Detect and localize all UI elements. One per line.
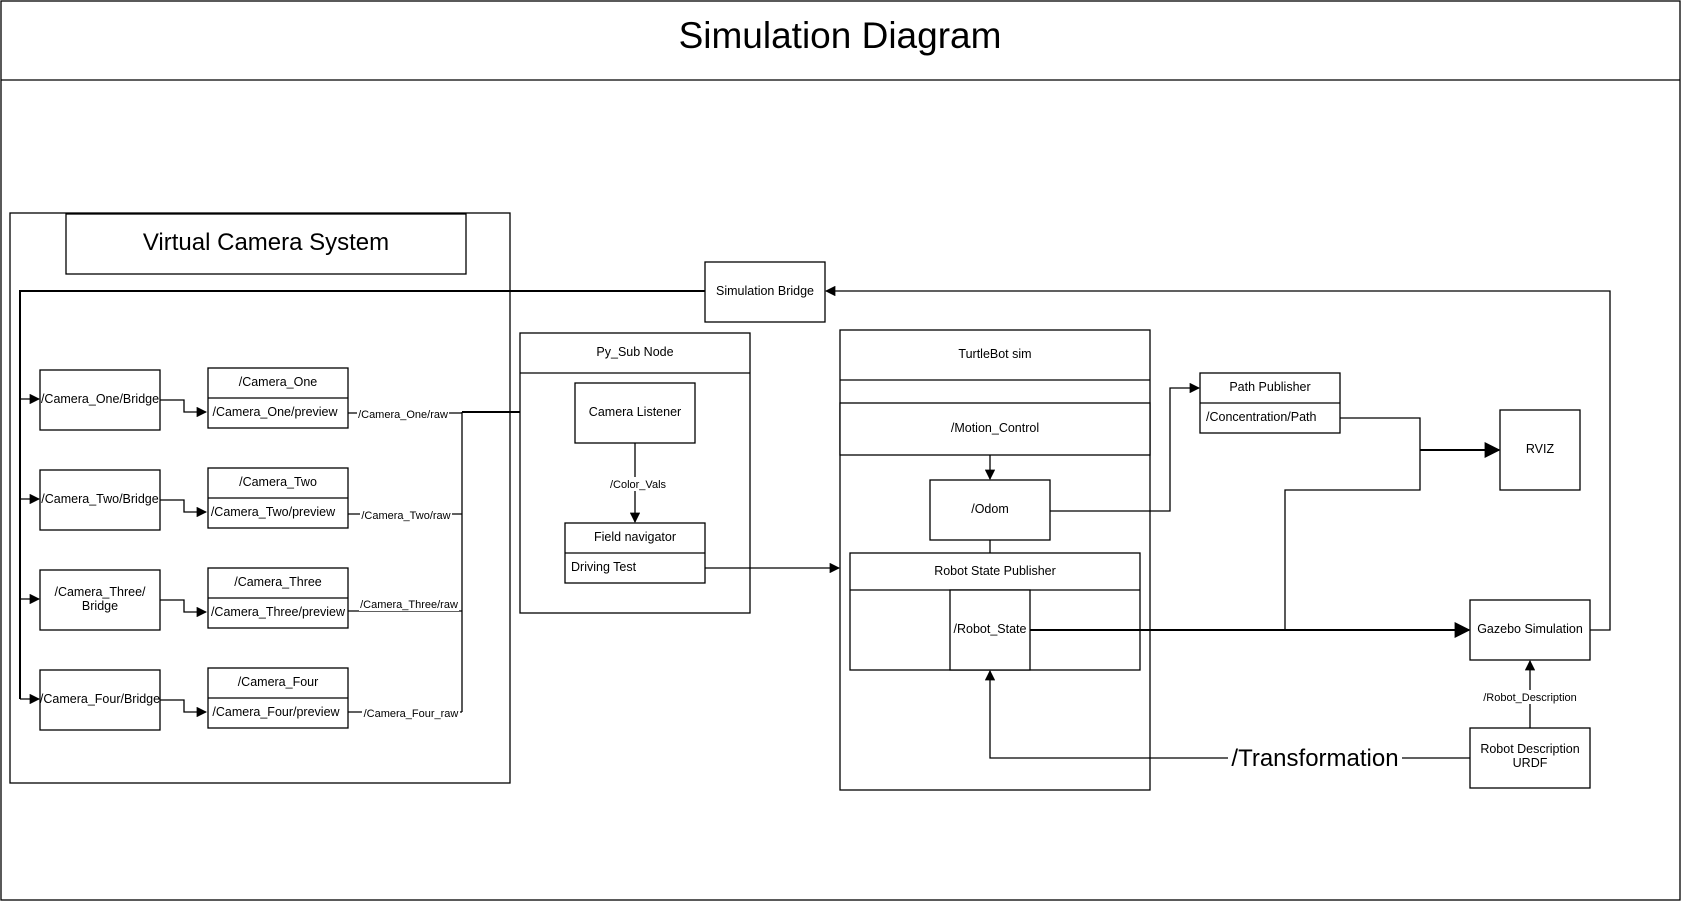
camera-two-raw-topic: /Camera_Two/raw: [361, 510, 450, 522]
page-title: Simulation Diagram: [679, 15, 1002, 56]
camera-listener-box[interactable]: [574, 382, 696, 444]
camera-four-raw-bg: [362, 706, 460, 720]
odom-label: /Odom: [971, 502, 1009, 516]
py-sub-node-title: Py_Sub Node: [596, 345, 673, 359]
camera-four-bridge-label: /Camera_Four/Bridge: [40, 692, 160, 706]
camera-four-bridge-to-node: [160, 699, 208, 718]
transformation-bg: [1228, 744, 1402, 772]
camera-four-node-label: /Camera_Four: [238, 675, 319, 689]
robot-description-topic: /Robot_Description: [1483, 692, 1577, 704]
camera-two-bridge-box[interactable]: [39, 469, 161, 531]
camera-two-bridge-label: /Camera_Two/Bridge: [41, 492, 158, 506]
gazebo-simulation-label: Gazebo Simulation: [1477, 622, 1583, 636]
camera-system-title-box: [65, 213, 467, 275]
odom-box[interactable]: [929, 479, 1051, 541]
camera-two-preview-label: /Camera_Two/preview: [211, 505, 336, 519]
simulation-bridge-label: Simulation Bridge: [716, 284, 814, 298]
camera-four-bridge-box[interactable]: [39, 669, 161, 731]
camera-three-bridge-label-2: Bridge: [82, 599, 118, 613]
rviz-label: RVIZ: [1526, 442, 1555, 456]
camera-listener-label: Camera Listener: [589, 405, 681, 419]
camera-one-raw-topic: /Camera_One/raw: [358, 409, 448, 421]
odom-to-path-publisher: [1050, 382, 1201, 512]
robot-description-label-2: URDF: [1513, 756, 1548, 770]
transformation-label: /Transformation: [1231, 745, 1398, 772]
camera-two-node-label: /Camera_Two: [239, 475, 317, 489]
camera-three-node-label: /Camera_Three: [234, 575, 322, 589]
field-navigator-title: Field navigator: [594, 530, 676, 544]
simulation-bridge-box[interactable]: [704, 261, 826, 323]
camera-three-bridge-box[interactable]: [39, 569, 161, 631]
motion-control-label: /Motion_Control: [951, 421, 1039, 435]
camera-one-node-label: /Camera_One: [239, 375, 318, 389]
robot-state-label: /Robot_State: [954, 622, 1027, 636]
camera-four-preview-label: /Camera_Four/preview: [212, 705, 340, 719]
camera-three-preview-label: /Camera_Three/preview: [211, 605, 346, 619]
camera-system-title: Virtual Camera System: [143, 229, 389, 256]
camera-three-bridge-to-node: [160, 599, 208, 618]
camera-three-bridge-label-1: /Camera_Three/: [54, 585, 146, 599]
gazebo-to-simulation-bridge: [824, 285, 1611, 631]
driving-test-label: Driving Test: [571, 560, 637, 574]
robot-description-box[interactable]: [1469, 727, 1591, 789]
camera-one-preview-label: /Camera_One/preview: [212, 405, 338, 419]
camera-one-bridge-to-node: [160, 399, 208, 418]
camera-three-raw-bg: [359, 597, 459, 611]
bridge-feed-line: [19, 290, 705, 699]
gazebo-simulation-box[interactable]: [1469, 599, 1591, 661]
turtlebot-title: TurtleBot sim: [958, 347, 1031, 361]
camera-two-raw-bg: [360, 507, 452, 521]
concentration-path-label: /Concentration/Path: [1206, 410, 1317, 424]
camera-two-bridge-to-node: [160, 499, 208, 518]
color-vals-bg: [605, 477, 665, 491]
color-vals-topic: /Color_Vals: [610, 479, 667, 491]
robot-state-box[interactable]: [949, 589, 1031, 671]
path-publisher-to-rviz: [1284, 417, 1421, 630]
camera-one-bridge-box[interactable]: [39, 369, 161, 431]
camera-one-bridge-label: /Camera_One/Bridge: [41, 392, 159, 406]
camera-one-raw-bg: [357, 406, 449, 420]
robot-description-label-1: Robot Description: [1480, 742, 1579, 756]
motion-control-box[interactable]: [839, 402, 1151, 456]
path-publisher-title: Path Publisher: [1229, 380, 1310, 394]
robot-description-topic-bg: [1482, 690, 1578, 704]
camera-four-raw-topic: /Camera_Four_raw: [364, 708, 459, 720]
robot-state-publisher-title: Robot State Publisher: [934, 564, 1056, 578]
camera-three-raw-topic: /Camera_Three/raw: [360, 599, 458, 611]
